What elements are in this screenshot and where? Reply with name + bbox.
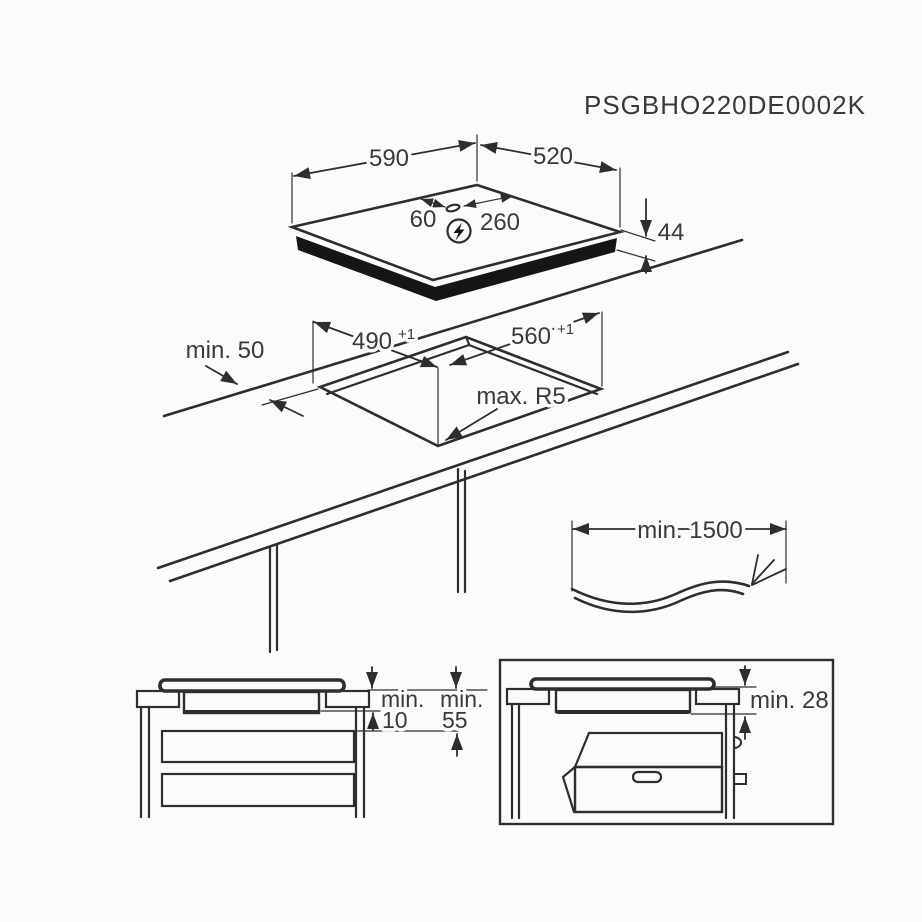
cutout-depth-dimension-line: [313, 321, 438, 368]
height-label: 44: [658, 219, 685, 246]
view-frame: [498, 658, 835, 826]
cutout-width-dimension-line: [449, 312, 600, 366]
depth-dimension-line: [480, 142, 617, 173]
cutout-depth-tolerance: +1: [398, 326, 415, 343]
reference-line: [616, 249, 656, 262]
extension-line: [261, 388, 319, 406]
hob-isometric-view: 590 520 60 260 44: [287, 134, 688, 301]
corner-radius-arrow: [445, 408, 498, 441]
gap2-label-value: 55: [442, 707, 468, 733]
gap1-label-word: min.: [381, 686, 424, 712]
cabinet-walls: [510, 702, 736, 820]
cable-length-label: min. 1500: [637, 517, 742, 544]
corner-radius-label: max. R5: [476, 383, 565, 410]
cabinet-walls: [139, 705, 366, 819]
worktop-front-edge: [156, 350, 790, 570]
hob-side-band: [296, 236, 617, 301]
oven-hinge-bump: [733, 736, 742, 749]
oven-handle: [631, 770, 663, 784]
gap2-label-word: min.: [440, 686, 483, 712]
depth-label: 520: [533, 143, 573, 170]
cutout-depth-label: 490: [352, 328, 392, 355]
mains-connection-point: [445, 203, 461, 213]
drawer-front-upper: [160, 729, 356, 764]
cutout-width-tolerance: +1: [557, 321, 574, 338]
width-label: 590: [369, 145, 409, 172]
worktop-legs: [268, 467, 467, 654]
rear-clearance-arrow: [205, 365, 238, 385]
worktop-section-left: [135, 689, 181, 709]
drawer-front-lower: [160, 772, 356, 808]
rear-clearance-arrow: [269, 399, 304, 417]
offset-right-arrow: [463, 193, 514, 209]
hob-body-section: [182, 690, 321, 715]
worktop-cutout-view: min. 50 490 +1 560 +1 max. R5: [156, 238, 800, 654]
offset-left-arrow: [420, 198, 446, 208]
power-connection-icon: [446, 218, 472, 244]
reference-line: [620, 229, 656, 242]
worktop-section-left: [505, 687, 551, 706]
power-cable-view: min. 1500: [570, 514, 787, 614]
worktop-front-bottom-edge: [168, 362, 800, 583]
drawer-clearance-section-view: min. 10 min. 55: [135, 666, 488, 819]
gap1-label-value: 10: [382, 707, 408, 733]
cutout-width-label: 560: [511, 323, 551, 350]
power-cable: [570, 554, 787, 614]
oven-hinge-knob: [733, 773, 747, 785]
offset-left-label: 60: [410, 206, 437, 233]
hob-glass-section: [158, 678, 346, 693]
hob-body-section: [554, 688, 692, 714]
rear-clearance-label: min. 50: [186, 337, 265, 364]
worktop-section-right: [694, 687, 741, 706]
oven-clearance-section-view: min. 28: [498, 658, 835, 826]
width-dimension-line: [293, 139, 476, 180]
product-code: PSGBHO220DE0002K: [584, 90, 866, 120]
offset-right-label: 260: [480, 209, 520, 236]
hob-glass-section: [529, 677, 716, 691]
oven-box: [561, 731, 747, 814]
oven-gap-label: min. 28: [750, 687, 829, 714]
worktop-section-right: [324, 689, 371, 709]
